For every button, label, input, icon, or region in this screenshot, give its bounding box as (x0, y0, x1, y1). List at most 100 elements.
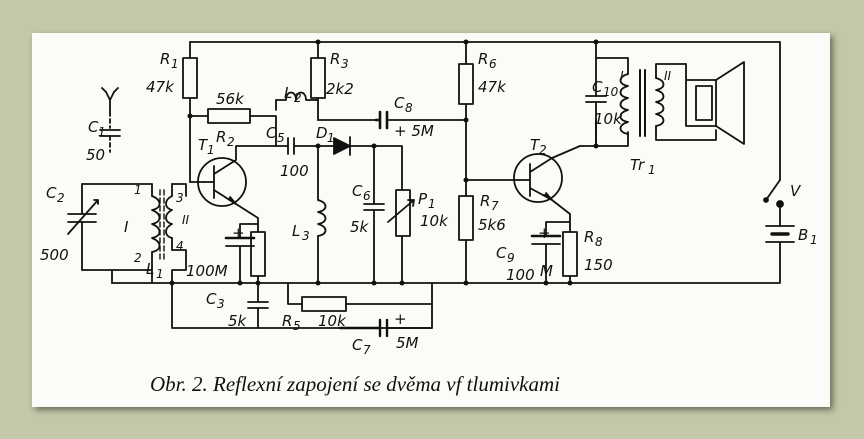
label-r7-sub: 7 (491, 199, 499, 213)
capacitor-c8 (374, 110, 389, 130)
label-c5-sub: 5 (277, 131, 285, 145)
label-c8: C (394, 94, 405, 112)
label-r6-sub: 6 (489, 57, 497, 71)
label-r2-value: 56k (216, 90, 245, 108)
resistor-r3 (310, 57, 326, 99)
label-c9-plus: + (538, 224, 551, 242)
label-p1-value: 10k (420, 212, 449, 230)
label-b1: B (798, 226, 808, 244)
label-winding-ii: II (182, 213, 190, 227)
resistor-r2 (207, 108, 251, 124)
label-c4-plus: + (232, 224, 245, 242)
label-r3-sub: 3 (341, 57, 349, 71)
label-l2-sub: 2 (294, 91, 302, 105)
label-c8-value: + 5M (394, 122, 434, 140)
antenna-symbol (101, 87, 119, 113)
label-c6-value: 5k (350, 218, 370, 236)
inductor-l1 (151, 183, 173, 271)
capacitor-c7 (338, 318, 433, 338)
label-c3-sub: 3 (217, 297, 225, 311)
label-winding-i: I (124, 218, 129, 236)
label-r3: R (330, 50, 340, 68)
label-d1: D (316, 124, 328, 142)
label-tr1: Tr (630, 156, 645, 174)
label-l3-sub: 3 (302, 229, 310, 243)
label-c1-value: 50 (86, 146, 105, 164)
loudspeaker (685, 61, 745, 145)
label-l1: L (146, 260, 154, 278)
switch-v (763, 179, 784, 208)
label-c3: C (206, 290, 217, 308)
schematic-paper (32, 33, 830, 407)
transformer-tr1 (619, 63, 717, 141)
label-c9-m: M (540, 262, 553, 280)
bottom-rail-2 (171, 282, 433, 329)
resistor-r7 (458, 195, 474, 241)
capacitor-c5 (275, 137, 319, 155)
junction-dots (169, 39, 599, 286)
label-c3-value: 5k (228, 312, 248, 330)
label-r6: R (478, 50, 488, 68)
label-c5: C (266, 124, 277, 142)
label-c7-sub: 7 (363, 343, 371, 357)
label-c8-sub: 8 (405, 101, 413, 115)
label-c10-value: 10k (594, 110, 623, 128)
label-c9-sub: 9 (507, 251, 515, 265)
label-p1: P (418, 190, 428, 208)
label-l3: L (292, 222, 300, 240)
resistor-r1 (182, 57, 198, 99)
label-r2-sub: 2 (227, 135, 235, 149)
label-p1-sub: 1 (428, 197, 436, 211)
inductor-l3 (317, 199, 327, 237)
label-r8: R (584, 228, 594, 246)
label-c2: C (46, 184, 57, 202)
label-c10-sub: 10 (603, 85, 619, 99)
bottom-rail (111, 249, 781, 284)
resistor-r5 (301, 296, 347, 312)
potentiometer-p1 (395, 189, 411, 237)
battery-b1 (765, 225, 795, 243)
label-r5-value: 10k (318, 312, 347, 330)
label-r1-value: 47k (146, 78, 175, 96)
top-rail (189, 41, 781, 181)
label-r1: R (160, 50, 170, 68)
label-switch-v: V (790, 182, 802, 200)
label-t2-sub: 2 (539, 143, 547, 157)
label-c7-value: 5M (396, 334, 419, 352)
label-c5-value: 100 (280, 162, 309, 180)
label-c9: C (496, 244, 507, 262)
label-c6: C (352, 182, 363, 200)
label-c6-sub: 6 (363, 189, 371, 203)
label-tr-winding-ii: II (664, 69, 672, 83)
label-pin-2: 2 (134, 251, 142, 265)
label-b1-sub: 1 (810, 233, 818, 247)
label-c2-value: 500 (40, 246, 69, 264)
label-c1: C (88, 118, 99, 136)
inductor-l2 (275, 91, 317, 101)
capacitor-c2 (67, 199, 99, 235)
label-r8-sub: 8 (595, 235, 603, 249)
figure-caption: Obr. 2. Reflexní zapojení se dvěma vf tl… (150, 372, 560, 396)
label-r6-value: 47k (478, 78, 507, 96)
label-t1: T (198, 136, 209, 154)
label-c1-sub: 1 (98, 125, 106, 139)
label-d1-sub: 1 (327, 131, 335, 145)
label-pin-1: 1 (134, 183, 142, 197)
label-pin-3: 3 (176, 191, 184, 205)
label-r5: R (282, 312, 292, 330)
label-r7-value: 5k6 (478, 216, 506, 234)
transistor-t2 (513, 145, 581, 203)
label-t2: T (530, 136, 541, 154)
tank-wires (81, 183, 153, 284)
capacitor-c9 (530, 234, 562, 284)
diode-d1 (333, 136, 351, 156)
capacitor-c1 (99, 129, 121, 153)
label-r2: R (216, 128, 226, 146)
capacitor-c4 (224, 236, 256, 284)
label-tr1-sub: 1 (648, 163, 656, 177)
resistor-r8 (562, 231, 578, 277)
label-c2-sub: 2 (57, 191, 65, 205)
label-r5-sub: 5 (293, 319, 301, 333)
